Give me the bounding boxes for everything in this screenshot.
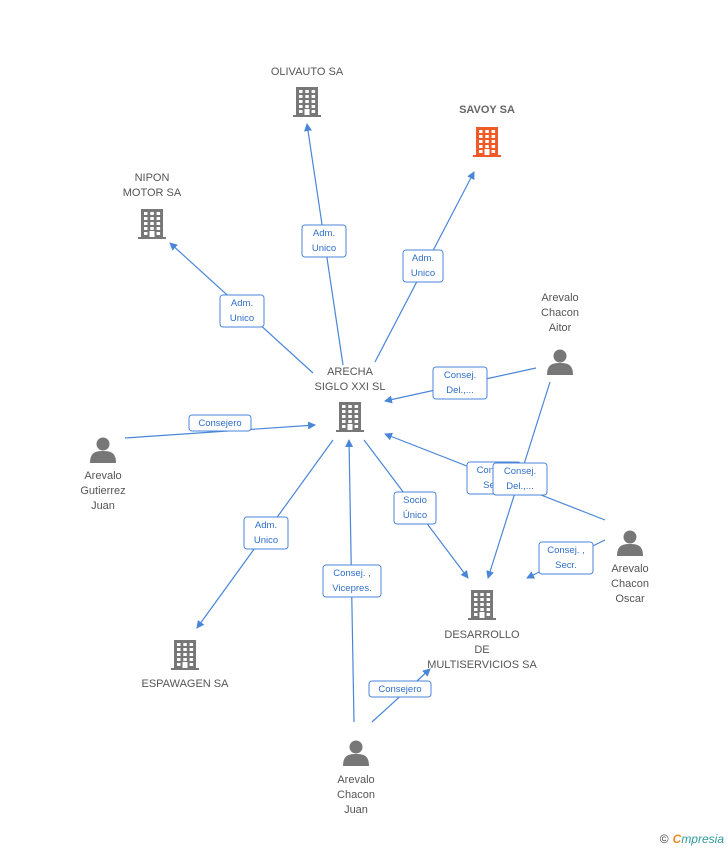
- relation-label-frame: [368, 680, 432, 698]
- relation-label-text: Adm.: [255, 520, 277, 531]
- relation-label-box[interactable]: Adm. Unico: [219, 294, 265, 328]
- company-node-savoy[interactable]: SAVOY SA: [459, 104, 515, 157]
- relation-label-frame: [538, 541, 594, 575]
- relation-label-text: Adm.: [231, 298, 253, 309]
- node-label: Oscar: [615, 593, 645, 605]
- relation-label-text: Adm.: [412, 253, 434, 264]
- relation-label-box[interactable]: Consej. , Secr.: [538, 541, 594, 575]
- node-label: MOTOR SA: [123, 187, 182, 199]
- relation-label-text: Consejero: [198, 418, 241, 429]
- person-icon: [343, 740, 369, 766]
- node-label: Chacon: [541, 307, 579, 319]
- relation-label-frame: [393, 491, 437, 525]
- relation-label-text: Unico: [254, 535, 278, 546]
- node-label: ESPAWAGEN SA: [141, 678, 229, 690]
- person-icon: [90, 437, 116, 463]
- node-label: Gutierrez: [80, 485, 125, 497]
- node-label: OLIVAUTO SA: [271, 66, 344, 78]
- building-icon: [336, 402, 364, 432]
- node-label: Juan: [344, 804, 368, 816]
- node-label: Arevalo: [611, 563, 648, 575]
- relation-label-text: Consej.: [504, 466, 536, 477]
- node-label: SIGLO XXI SL: [315, 381, 386, 393]
- node-label: Arevalo: [84, 470, 121, 482]
- relation-label-box[interactable]: Consejero: [368, 680, 432, 698]
- node-label: DESARROLLO: [444, 629, 520, 641]
- relation-label-text: Consej. ,: [333, 568, 371, 579]
- node-label: SAVOY SA: [459, 104, 515, 116]
- relation-label-text: Unico: [312, 243, 336, 254]
- building-icon: [171, 640, 199, 670]
- relation-label-frame: [492, 462, 548, 496]
- relation-label-frame: [322, 564, 382, 598]
- relation-label-frame: [243, 516, 289, 550]
- node-label: MULTISERVICIOS SA: [427, 659, 537, 671]
- company-node-espawagen[interactable]: ESPAWAGEN SA: [141, 640, 229, 690]
- relation-label-box[interactable]: Consej. Del.,...: [432, 366, 488, 400]
- relation-label-text: Secr.: [555, 560, 577, 571]
- company-node-nipon[interactable]: NIPON MOTOR SA: [123, 172, 182, 239]
- relation-label-box[interactable]: Consejero: [188, 414, 252, 432]
- relation-label-text: Vicepres.: [332, 583, 371, 594]
- node-label: Chacon: [337, 789, 375, 801]
- person-icon: [617, 530, 643, 556]
- brand-initial: C: [672, 832, 682, 846]
- relation-label-frame: [219, 294, 265, 328]
- node-label: Chacon: [611, 578, 649, 590]
- company-node-arecha[interactable]: ARECHA SIGLO XXI SL: [315, 366, 386, 432]
- company-node-olivauto[interactable]: OLIVAUTO SA: [271, 66, 344, 117]
- building-icon: [138, 209, 166, 239]
- building-icon: [473, 127, 501, 157]
- relation-label-box[interactable]: Adm. Unico: [243, 516, 289, 550]
- relation-label-text: Del.,...: [446, 385, 473, 396]
- relation-label-frame: [402, 249, 444, 283]
- copyright-symbol: ©: [659, 832, 669, 846]
- node-label: Aitor: [549, 322, 572, 334]
- relation-label-text: Consej.: [444, 370, 476, 381]
- node-label: Arevalo: [337, 774, 374, 786]
- node-label: Juan: [91, 500, 115, 512]
- relation-label-box[interactable]: Adm. Unico: [301, 224, 347, 258]
- relation-label-box[interactable]: Adm. Unico: [402, 249, 444, 283]
- relation-label-text: Socio: [403, 495, 427, 506]
- relation-label-box[interactable]: Consej. , Vicepres.: [322, 564, 382, 598]
- relation-label-text: Adm.: [313, 228, 335, 239]
- relation-label-text: Consejero: [378, 684, 421, 695]
- node-label: NIPON: [135, 172, 170, 184]
- building-icon: [468, 590, 496, 620]
- person-icon: [547, 349, 573, 375]
- brand-name: mpresia: [681, 832, 724, 846]
- node-label: Arevalo: [541, 292, 578, 304]
- building-icon: [293, 87, 321, 117]
- relation-label-frame: [188, 414, 252, 432]
- relation-label-frame: [301, 224, 347, 258]
- node-label: ARECHA: [327, 366, 374, 378]
- node-label: DE: [474, 644, 489, 656]
- relation-label-text: Unico: [230, 313, 254, 324]
- relation-label-text: Único: [403, 510, 427, 521]
- relation-label-text: Del.,...: [506, 481, 533, 492]
- company-node-desarrollo[interactable]: DESARROLLO DE MULTISERVICIOS SA: [427, 590, 537, 671]
- brand-watermark: ©Cmpresia: [660, 832, 724, 846]
- relation-label-box[interactable]: Consej. Del.,...: [492, 462, 548, 496]
- relation-label-frame: [432, 366, 488, 400]
- relation-label-text: Consej. ,: [547, 545, 585, 556]
- relation-label-text: Unico: [411, 268, 435, 279]
